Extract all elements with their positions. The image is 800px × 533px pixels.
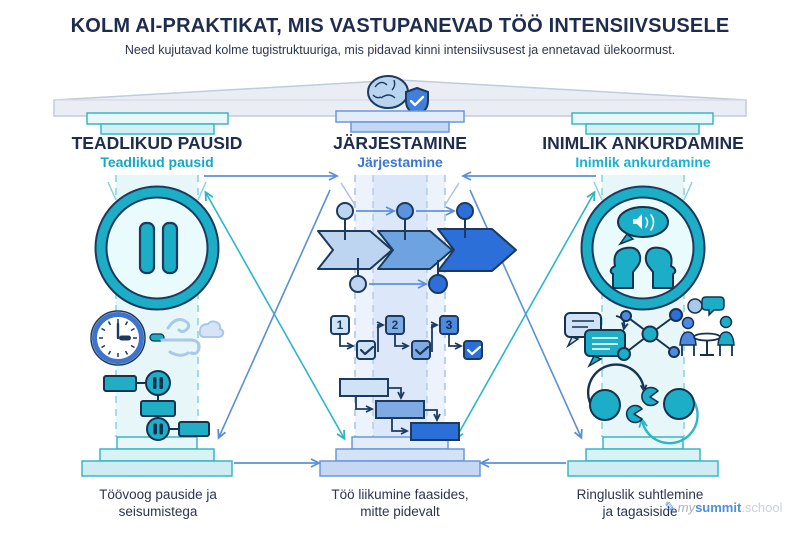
clock-icon — [90, 310, 146, 366]
phase-chevron-timeline-icon — [317, 202, 517, 294]
pause-circle-icon — [94, 185, 220, 311]
brain-shield-icon — [367, 75, 429, 117]
watermark-prefix: my — [677, 500, 696, 515]
pillar-heading-pauses: TEADLIKUD PAUSID — [71, 133, 243, 153]
step-number-2: 2 — [392, 318, 399, 332]
gantt-cascade-icon — [339, 378, 460, 441]
wind-breeze-icon — [160, 318, 225, 357]
pillar-subheading-pauses: Teadlikud pausid — [100, 154, 214, 170]
meeting-table-icon — [679, 296, 735, 356]
caption-line: ja tagasiside — [602, 504, 678, 519]
pillar-heading-sequencing: JÄRJESTAMINE — [333, 133, 467, 153]
dialogue-faces-circle-icon — [580, 185, 706, 311]
caption-line: mitte pidevalt — [360, 504, 440, 519]
pillar-caption-sequencing: Töö liikumine faasides, mitte pidevalt — [331, 486, 468, 520]
chat-bubbles-icon — [564, 312, 625, 368]
watermark: ✎mysummit.school — [663, 498, 783, 516]
page-title: KOLM AI-PRAKTIKAT, MIS VASTUPANEVAD TÖÖ … — [70, 15, 730, 37]
caption-line: seisumistega — [118, 504, 198, 519]
pillar-heading-anchoring: INIMLIK ANKURDAMINE — [542, 133, 744, 153]
pillar-subheading-anchoring: Inimlik ankurdamine — [575, 154, 711, 170]
watermark-brand: summit — [695, 500, 742, 515]
pillar-caption-anchoring: Ringluslik suhtlemine ja tagasiside — [577, 486, 704, 520]
feedback-cycle-icon — [586, 363, 699, 445]
pencil-icon: ✎ — [663, 498, 677, 516]
step-number-1: 1 — [337, 318, 344, 332]
workflow-with-pause-nodes-icon — [103, 370, 210, 441]
caption-line: Ringluslik suhtlemine — [576, 487, 704, 502]
step-number-3: 3 — [446, 318, 453, 332]
caption-line: Töö liikumine faasides, — [331, 487, 469, 502]
numbered-checklist-icon: 1 2 3 — [330, 315, 483, 360]
network-nodes-icon — [617, 308, 683, 361]
pause-dash-icon — [149, 333, 165, 342]
caption-line: Töövoog pauside ja — [99, 487, 217, 502]
page-subtitle: Need kujutavad kolme tugistruktuuriga, m… — [124, 43, 676, 57]
watermark-suffix: .school — [741, 500, 783, 515]
pillar-caption-pauses: Töövoog pauside ja seisumistega — [99, 486, 217, 520]
pillar-subheading-sequencing: Järjestamine — [357, 154, 443, 170]
